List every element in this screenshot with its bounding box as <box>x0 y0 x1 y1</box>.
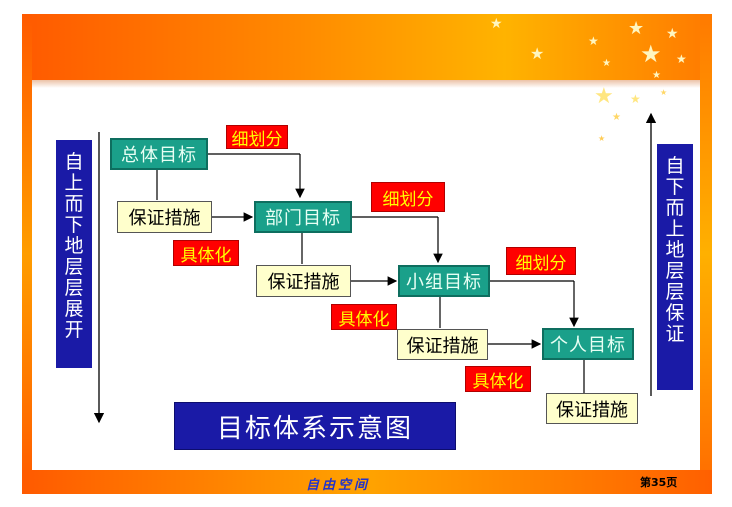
measure-box: 保证措施 <box>256 265 351 297</box>
department-goal-box: 部门目标 <box>254 201 352 233</box>
page-number: 第35页 <box>640 476 678 489</box>
measure-box: 保证措施 <box>397 329 488 360</box>
bottom-up-banner: 自下而上地层层保证 <box>657 144 693 390</box>
concretize-tag: 具体化 <box>173 240 239 266</box>
concretize-tag: 具体化 <box>331 304 397 330</box>
individual-goal-box: 个人目标 <box>542 328 634 360</box>
overall-goal-box: 总体目标 <box>110 138 208 170</box>
footer-logo: 自由空间 <box>306 478 371 493</box>
star-icon: ★ <box>666 26 679 42</box>
star-icon: ★ <box>588 34 599 48</box>
frame-top-bar <box>22 14 712 80</box>
top-down-banner: 自上而下地层层展开 <box>56 140 92 368</box>
subdivide-tag: 细划分 <box>226 125 288 150</box>
star-icon: ★ <box>652 70 661 81</box>
star-icon: ★ <box>490 16 503 32</box>
star-icon: ★ <box>530 44 545 63</box>
concretize-tag: 具体化 <box>465 366 531 392</box>
frame-left-bar <box>22 14 32 494</box>
star-icon: ★ <box>676 52 687 66</box>
subdivide-tag: 细划分 <box>506 247 576 275</box>
star-icon: ★ <box>594 84 614 109</box>
team-goal-box: 小组目标 <box>398 265 490 297</box>
star-icon: ★ <box>612 112 621 123</box>
measure-box: 保证措施 <box>546 393 638 424</box>
star-icon: ★ <box>630 92 641 106</box>
canvas-shadow <box>32 80 700 88</box>
diagram-title: 目标体系示意图 <box>174 402 456 450</box>
measure-box: 保证措施 <box>117 201 212 233</box>
star-icon: ★ <box>602 58 611 69</box>
star-icon: ★ <box>628 18 645 39</box>
subdivide-tag: 细划分 <box>371 182 445 212</box>
frame-bottom-bar <box>22 470 712 494</box>
frame-right-bar <box>700 14 712 494</box>
star-icon: ★ <box>598 134 606 143</box>
star-icon: ★ <box>660 88 668 97</box>
star-icon: ★ <box>640 40 662 68</box>
